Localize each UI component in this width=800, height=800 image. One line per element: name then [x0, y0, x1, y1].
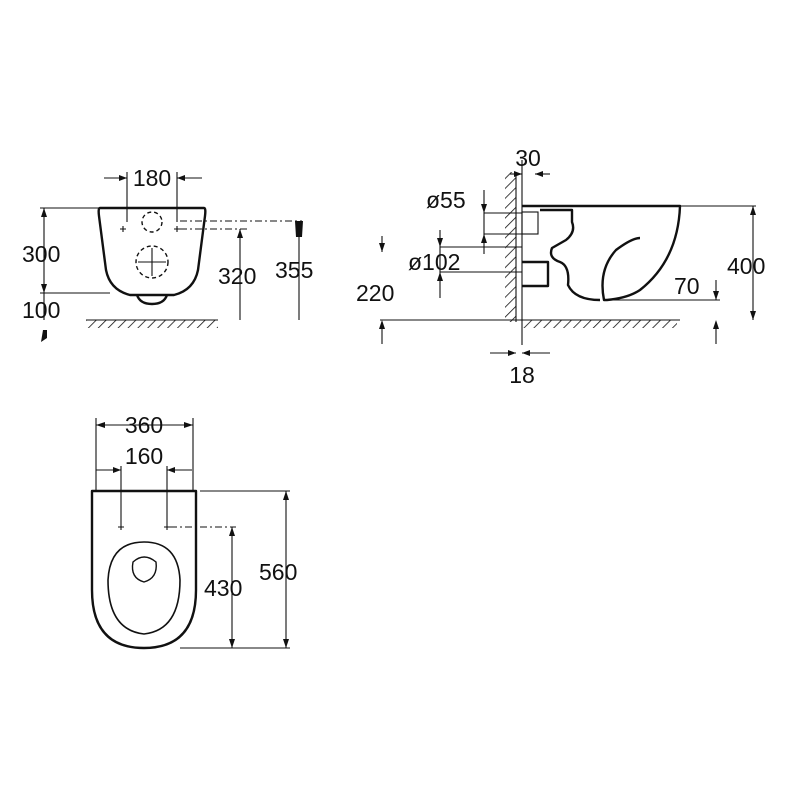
front-spigot-outline	[135, 294, 169, 306]
side-wall-offset-label: 30	[515, 145, 541, 171]
side-dim-220: 220	[356, 236, 394, 344]
front-dim-355: 355	[275, 221, 313, 320]
top-width-label: 360	[125, 412, 163, 438]
side-rim-height-label: 400	[727, 253, 765, 279]
top-bolt-depth-label: 430	[204, 575, 242, 601]
front-fixing-points	[120, 211, 180, 279]
side-dim-102: ø102	[408, 230, 460, 298]
top-dim-160: 160	[96, 443, 192, 473]
front-dim-300: 300	[22, 208, 60, 320]
front-dim-180: 180	[104, 165, 202, 222]
front-bottom-height-label: 100	[22, 297, 60, 323]
top-opening-outline	[107, 541, 181, 635]
top-dim-430: 430	[204, 527, 242, 648]
front-bolt-spacing-label: 180	[133, 165, 171, 191]
top-dim-560: 560	[259, 491, 297, 648]
side-trap-height-label: 70	[674, 273, 700, 299]
side-inlet-flange	[521, 211, 539, 235]
side-trap-outline	[540, 208, 601, 302]
front-view: 180 300 100 320 355	[22, 165, 313, 342]
side-outlet-height-label: 220	[356, 280, 394, 306]
top-fixing-points	[118, 524, 170, 530]
side-outlet-diameter-label: ø102	[408, 249, 460, 275]
side-wall-thickness-label: 18	[509, 362, 535, 388]
top-dim-360: 360	[96, 412, 193, 438]
top-bowl-outline	[90, 489, 198, 650]
top-length-label: 560	[259, 559, 297, 585]
front-dim-100: 100	[22, 284, 60, 342]
top-view: 360 160 430 560	[90, 412, 297, 650]
front-inlet-circle	[141, 211, 163, 233]
side-dim-70: 70	[674, 273, 719, 344]
front-total-height-label: 355	[275, 257, 313, 283]
front-bowl-outline	[97, 206, 207, 297]
front-inlet-height-label: 320	[218, 263, 256, 289]
front-dim-320: 320	[218, 229, 256, 320]
side-dim-30: 30	[510, 145, 550, 177]
side-dim-18: 18	[490, 350, 550, 388]
side-inlet-diameter-label: ø55	[426, 187, 466, 213]
front-top-height-label: 300	[22, 241, 60, 267]
side-outlet-outline	[522, 260, 550, 288]
side-dim-55: ø55	[426, 187, 487, 254]
top-bolt-spacing-label: 160	[125, 443, 163, 469]
side-floor-hatch	[522, 320, 677, 328]
front-floor-hatch	[86, 320, 218, 328]
side-dim-400: 400	[727, 206, 765, 320]
front-outlet-circle	[135, 245, 169, 279]
top-drain-outline	[131, 556, 157, 583]
side-view: 30 ø55 ø102 220 400	[356, 145, 765, 388]
